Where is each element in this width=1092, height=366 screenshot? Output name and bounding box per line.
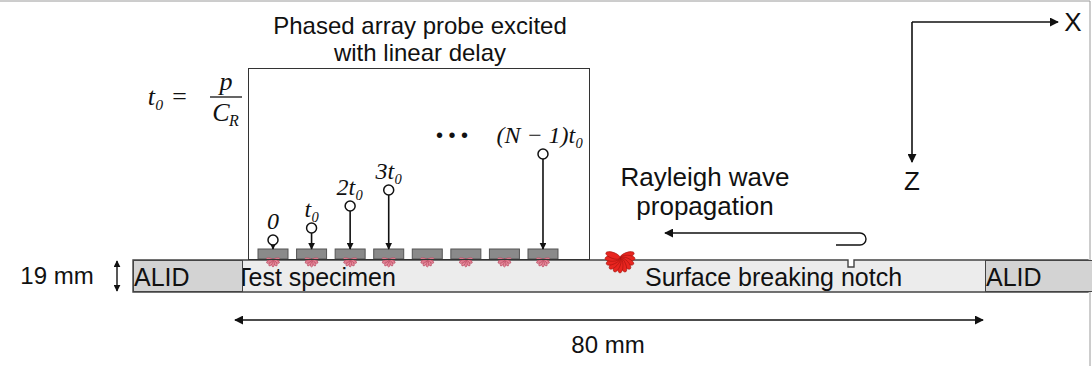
ellipsis: • • • (436, 124, 468, 146)
velocity-symbol: C (212, 99, 229, 128)
fraction-bar (210, 96, 242, 97)
array-element (489, 249, 519, 259)
array-element (528, 249, 558, 259)
delay-label: 0 (267, 208, 279, 234)
delay-label: t₀ (304, 196, 319, 222)
wave-label: Rayleigh wave propagation (600, 163, 810, 220)
alid-block: ALID (133, 260, 243, 292)
burst-symbol (536, 257, 550, 267)
dimension-label: 80 mm (571, 332, 644, 358)
burst-symbol (497, 257, 511, 267)
array-element (451, 249, 481, 259)
delay-stem (388, 195, 390, 249)
delay-marker (268, 235, 278, 245)
test-specimen: Test specimenSurface breaking notchALIDA… (133, 260, 1088, 292)
array-element (258, 249, 288, 259)
delay-marker (538, 149, 548, 159)
delay-label: 2t₀ (336, 174, 363, 200)
alid-block: ALID (985, 260, 1092, 292)
delay-marker (307, 223, 317, 233)
delay-formula: t₀ = (148, 83, 188, 112)
array-element (374, 249, 404, 259)
burst-symbol (605, 250, 635, 273)
z-axis-arrow (911, 22, 913, 162)
delay-stem (311, 233, 313, 249)
alid-label: ALID (986, 263, 1092, 291)
delay-stem (542, 159, 544, 249)
x-axis-arrow (912, 21, 1058, 23)
probe-title: Phased array probe excited with linear d… (255, 13, 585, 67)
specimen-label: Test specimen (236, 263, 396, 291)
burst-symbol (459, 257, 473, 267)
burst-petal (605, 250, 621, 261)
pitch-symbol: p (220, 68, 233, 97)
delay-label: 3t₀ (375, 158, 402, 184)
axis-label: Z (904, 167, 920, 196)
velocity-subscript: R (229, 112, 239, 130)
alid-label: ALID (134, 263, 242, 291)
delay-marker (345, 201, 355, 211)
delay-marker (384, 185, 394, 195)
array-element (297, 249, 327, 259)
burst-symbol (420, 257, 434, 267)
dimension-label: 19 mm (20, 263, 93, 289)
wave-arrow (665, 233, 866, 245)
length-dimension (235, 319, 983, 320)
array-element (412, 249, 442, 259)
notch-label: Surface breaking notch (645, 263, 902, 291)
axis-label: X (1064, 8, 1081, 37)
thickness-dimension (116, 261, 117, 291)
delay-stem (349, 211, 351, 249)
delay-label: (N − 1)t₀ (496, 122, 583, 148)
array-element (335, 249, 365, 259)
array-elements (258, 149, 558, 259)
probe-box: Phased array probe excited with linear d… (248, 68, 590, 260)
